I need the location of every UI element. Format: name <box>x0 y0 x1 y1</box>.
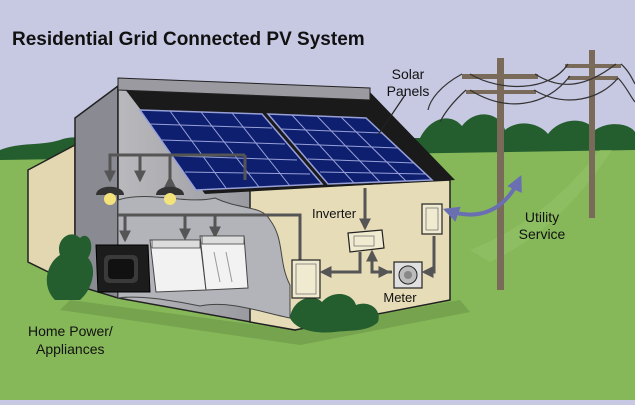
label-meter: Meter <box>383 290 417 305</box>
label-utility-2: Service <box>519 226 566 242</box>
diagram-title: Residential Grid Connected PV System <box>12 29 365 50</box>
inverter-box <box>347 229 385 253</box>
meter <box>393 261 423 289</box>
label-solar-panels-2: Panels <box>387 83 430 99</box>
label-utility-1: Utility <box>525 209 559 225</box>
utility-service-arrow <box>442 175 522 222</box>
label-inverter: Inverter <box>312 206 357 221</box>
appliances <box>95 235 249 293</box>
utility-poles <box>427 50 635 290</box>
label-home-2: Appliances <box>36 341 105 357</box>
roof-overhang <box>117 77 371 101</box>
electrical-panel <box>291 259 321 299</box>
solar-panels-leader <box>377 94 406 136</box>
solar-panels <box>138 109 434 191</box>
shrub-left <box>46 234 94 300</box>
house-shadow <box>60 300 470 345</box>
service-disconnect <box>421 203 443 235</box>
flow-arrows <box>319 188 436 278</box>
interior-wiring <box>104 153 302 260</box>
lawn-path <box>470 150 612 262</box>
label-home-1: Home Power/ <box>28 323 113 339</box>
label-solar-panels-1: Solar <box>392 66 425 82</box>
shrub-front <box>290 294 379 333</box>
ceiling-lights <box>96 186 184 205</box>
